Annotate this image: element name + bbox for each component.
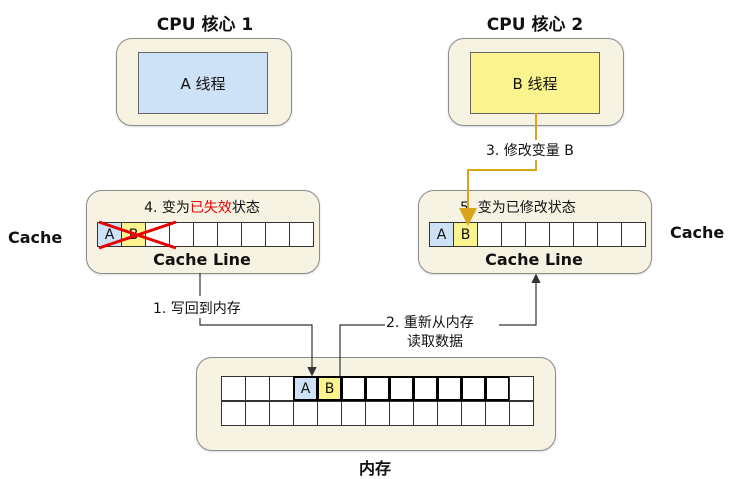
memory-row-2 [221, 401, 534, 426]
memory-cell-b: B [317, 376, 342, 401]
step2-label-line2: 读取数据 [407, 331, 463, 351]
cache2-status: 5. 变为已修改状态 [460, 200, 576, 216]
cache1-cell [241, 222, 266, 247]
memory-cell-a: A [293, 376, 318, 401]
cache1-line-label: Cache Line [153, 250, 251, 269]
cache1-status-suffix: 状态 [231, 200, 260, 216]
thread-a-box: A 线程 [138, 52, 268, 114]
cache1-cell [193, 222, 218, 247]
cache2-cell [525, 222, 550, 247]
memory-cell [509, 401, 534, 426]
thread-b-box: B 线程 [470, 52, 600, 114]
cpu1-title: CPU 核心 1 [156, 15, 254, 35]
memory-cell [413, 401, 438, 426]
cache2-cell [621, 222, 646, 247]
thread-b-label: B 线程 [512, 74, 558, 93]
cache1-line: A B [97, 222, 314, 247]
cache1-cell [265, 222, 290, 247]
memory-cell [461, 401, 486, 426]
cache-side-label-left: Cache [8, 228, 63, 247]
thread-a-label: A 线程 [180, 74, 226, 93]
cache2-cell-b: B [453, 222, 478, 247]
cache2-line: A B [429, 222, 646, 247]
cache1-cell-a: A [97, 222, 122, 247]
cache1-cell-b: B [121, 222, 146, 247]
memory-cell [221, 401, 246, 426]
step1-label: 1. 写回到内存 [153, 298, 241, 318]
memory-cell [293, 401, 318, 426]
cache1-cell [289, 222, 314, 247]
memory-row-1: A B [221, 376, 534, 401]
cache2-cell [549, 222, 574, 247]
memory-cell [245, 401, 270, 426]
cache1-status-invalid: 已失效 [189, 200, 232, 216]
memory-cell [509, 376, 534, 401]
memory-cell [317, 401, 342, 426]
memory-cell [485, 376, 510, 401]
memory-cell [221, 376, 246, 401]
memory-cell [365, 401, 390, 426]
memory-cell [365, 376, 390, 401]
cache2-cell [573, 222, 598, 247]
cache2-cell [597, 222, 622, 247]
step3-label: 3. 修改变量 B [486, 140, 574, 160]
cache2-cell [501, 222, 526, 247]
cache1-status: 4. 变为已失效状态 [86, 197, 318, 217]
memory-cell [437, 401, 462, 426]
memory-cell [413, 376, 438, 401]
cache1-cell [145, 222, 170, 247]
memory-cell [245, 376, 270, 401]
cache2-cell-a: A [429, 222, 454, 247]
memory-cell [269, 376, 294, 401]
memory-cell [389, 401, 414, 426]
memory-cell [461, 376, 486, 401]
memory-cell [341, 401, 366, 426]
step2-label-line1: 2. 重新从内存 [386, 312, 474, 332]
cpu2-title: CPU 核心 2 [486, 15, 584, 35]
memory-cell [389, 376, 414, 401]
cache1-status-prefix: 4. 变为 [144, 200, 190, 216]
memory-cell [485, 401, 510, 426]
cache2-line-label: Cache Line [485, 250, 583, 269]
memory-cell [269, 401, 294, 426]
memory-cell [437, 376, 462, 401]
cache2-cell [477, 222, 502, 247]
cache1-cell [169, 222, 194, 247]
cache1-cell [217, 222, 242, 247]
cache-side-label-right: Cache [670, 223, 725, 242]
memory-label: 内存 [358, 459, 391, 478]
memory-cell [341, 376, 366, 401]
